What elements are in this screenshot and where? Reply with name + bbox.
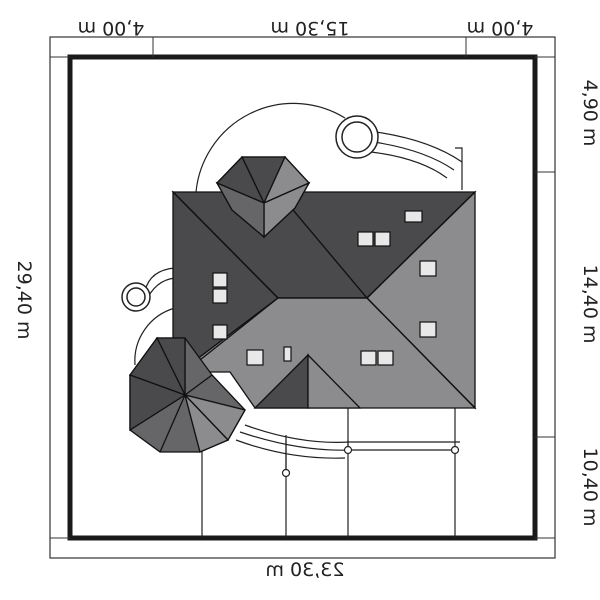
dimension-top-left: 4,00 m: [78, 17, 145, 39]
roof-windows: [212, 210, 437, 366]
tower-roof-top: [215, 155, 311, 239]
dimension-right-middle: 14,40 m: [579, 265, 600, 344]
dimension-top-center: 15,30 m: [271, 17, 350, 39]
outer-lot-frame: [49, 36, 556, 559]
driveway-lines: [201, 408, 456, 538]
front-gable: [253, 353, 362, 409]
dimension-top-right: 4,00 m: [467, 17, 534, 39]
dimension-right-top: 4,90 m: [579, 80, 600, 147]
tower-roof-bottom: [128, 336, 246, 453]
dimension-ticks: [50, 37, 555, 539]
dimension-bottom: 23,30 m: [266, 559, 345, 581]
dimension-left: 29,40 m: [13, 261, 35, 340]
round-planters: [121, 115, 379, 312]
dimension-right-bottom: 10,40 m: [579, 448, 600, 527]
post-caps: [281, 445, 460, 478]
building-line: [67, 54, 538, 541]
terrace-outlines: [134, 102, 463, 459]
